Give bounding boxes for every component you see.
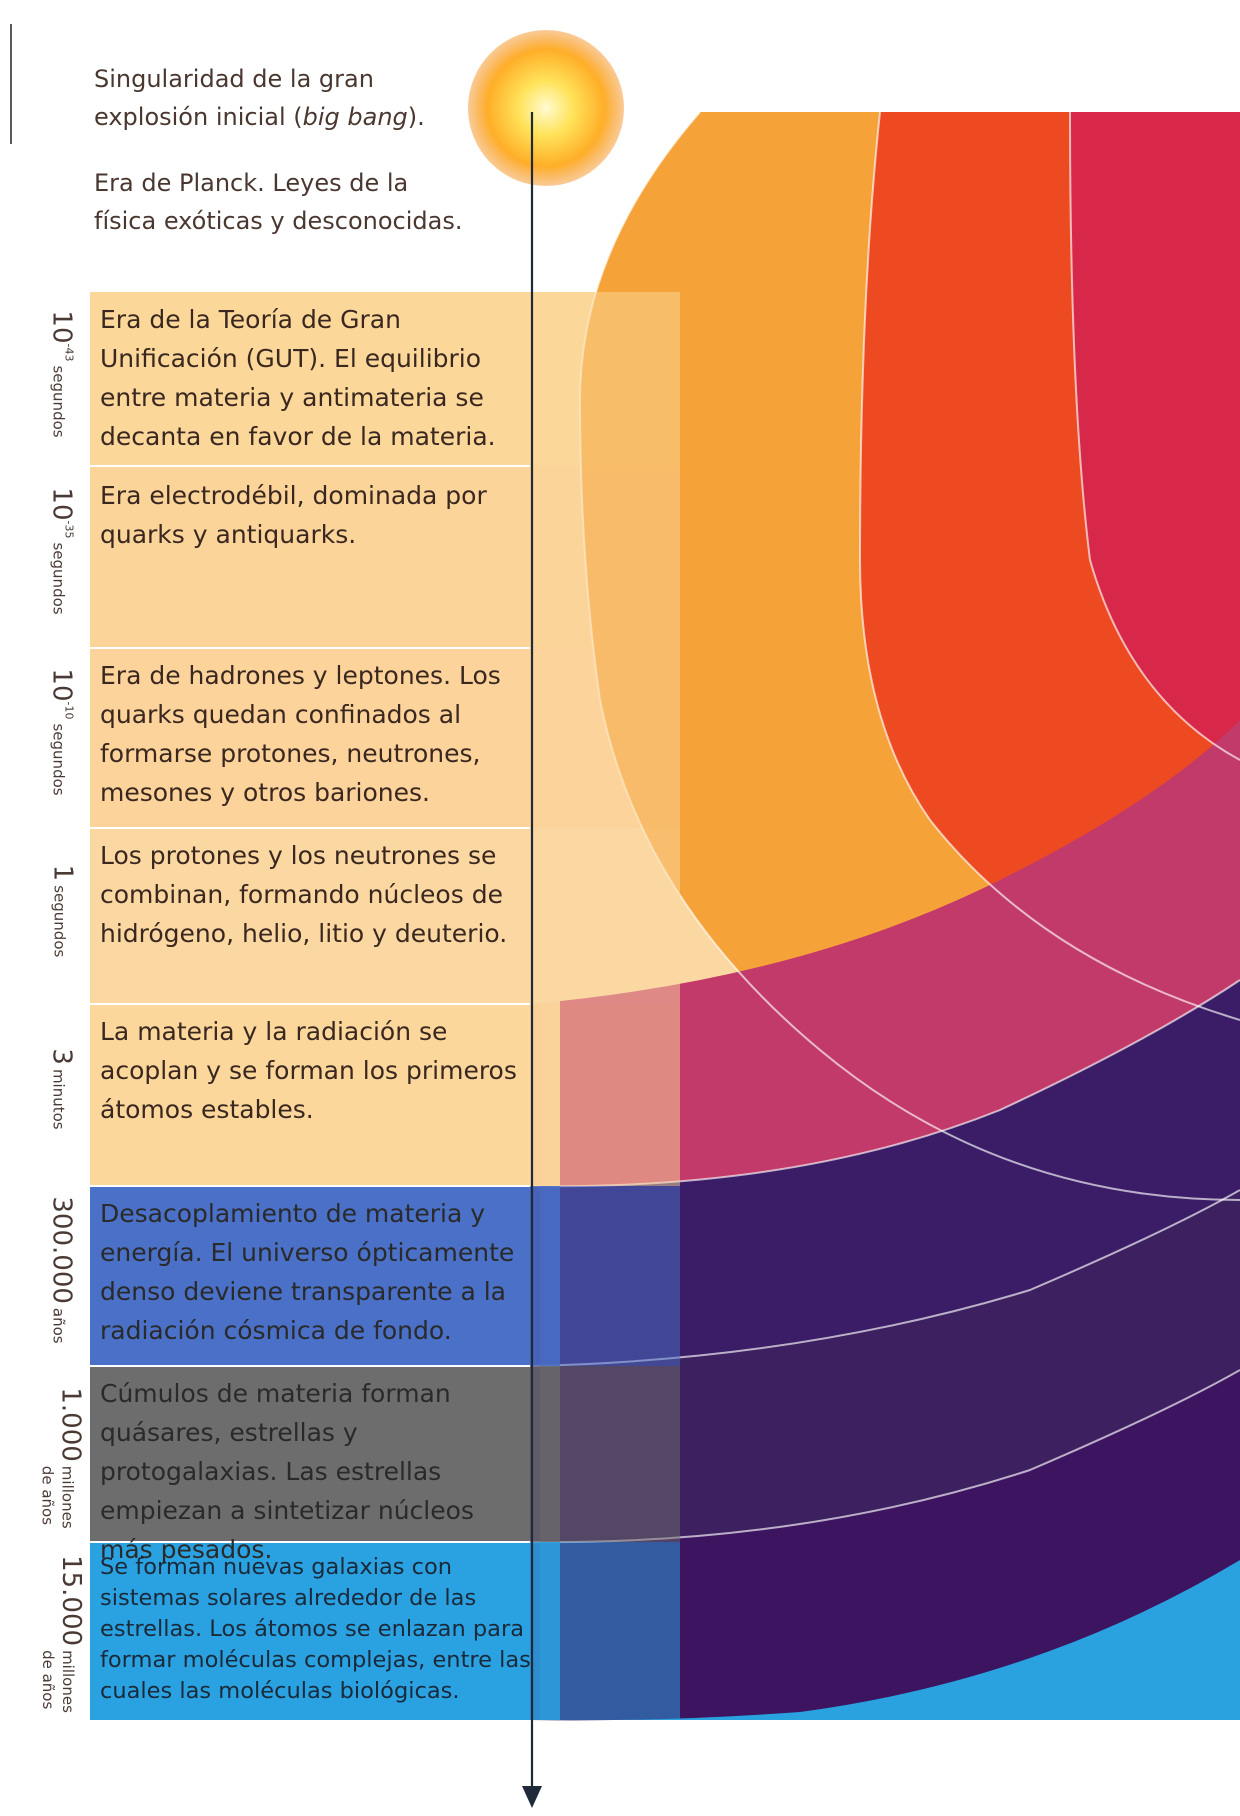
text-panel-blend (540, 828, 680, 1004)
text-panel-blend (540, 1542, 680, 1720)
era-description: Era de la Teoría de Gran Unificación (GU… (100, 305, 496, 451)
era-time-exponent: -35 (63, 520, 76, 539)
text-panel-bg (90, 1542, 560, 1720)
era-description: Se forman nuevas galaxias con sistemas s… (100, 1554, 531, 1704)
era-time-unit: años (50, 1307, 69, 1344)
era-time-label: 3 minutos (32, 1010, 92, 1180)
era-time-label: 1 segundos (32, 834, 92, 998)
era-time-label-text: 1 segundos (47, 864, 77, 957)
era-time-label: 300.000 años (32, 1192, 92, 1360)
era-time-label: 10-35 segundos (32, 472, 92, 642)
era-description: Desacoplamiento de materia y energía. El… (100, 1199, 515, 1345)
planck-era-caption: Era de Planck. Leyes de la física exótic… (94, 169, 463, 235)
era-time-value: 10 (47, 487, 77, 521)
era-time-value: 1 (47, 864, 78, 881)
era-time-label: 10-10 segundos (32, 654, 92, 822)
era-time-unit: segundos (50, 884, 69, 957)
era-time-value: 1.000 (56, 1386, 86, 1462)
era-time-value: 10 (47, 668, 77, 702)
era-dividers (90, 465, 530, 1543)
era-time-value: 10 (47, 310, 77, 344)
era-time-label-text: 3 minutos (47, 1048, 77, 1129)
era-time-exponent: -43 (63, 343, 76, 362)
text-fade-overlay (90, 292, 680, 1720)
text-panel-blend (540, 1004, 680, 1186)
singularity-line-1: Singularidad de la gran (94, 65, 374, 93)
era-time-unit: millones (59, 1465, 77, 1529)
era-time-label: 10-43 segundos (32, 298, 92, 460)
left-rule (10, 24, 12, 144)
era-description: Era electrodébil, dominada por quarks y … (100, 481, 487, 549)
text-panel-blend (540, 466, 680, 648)
text-panel-bg (90, 828, 560, 1004)
era-time-label-text: 300.000 años (47, 1196, 77, 1343)
text-panel-blend (540, 292, 680, 466)
singularity-line-2: explosión inicial (big bang). (94, 103, 425, 131)
era-time-label-text: 10-35 segundos (47, 487, 77, 614)
era-time-unit: segundos (50, 542, 68, 615)
text-panel-blend (540, 1186, 680, 1366)
era-time-unit-sub: de años (39, 1650, 58, 1710)
band-warm-2 (1070, 112, 1240, 760)
era-time-unit: segundos (50, 365, 68, 438)
era-time-exponent: -10 (63, 701, 76, 720)
text-panel-bg (90, 1186, 560, 1366)
band-seam (858, 111, 1240, 1021)
text-panel-blend (540, 648, 680, 828)
era-time-unit: minutos (50, 1068, 68, 1130)
arrow-down-icon (522, 1786, 542, 1808)
expanding-universe-bands (529, 111, 1240, 1721)
text-panel-bg (90, 466, 560, 648)
timeline-arrow (522, 112, 542, 1808)
era-description: Era de hadrones y leptones. Los quarks q… (100, 661, 501, 807)
text-panel-bg (90, 1004, 560, 1186)
text-panel-bg (90, 292, 560, 466)
era-time-value: 300.000 (47, 1196, 78, 1304)
era-time-label-text: 10-10 segundos (47, 668, 77, 795)
band-purple-fade (530, 720, 1240, 1187)
text-panel-blend (540, 1366, 680, 1542)
era-description: Cúmulos de materia forman quásares, estr… (100, 1379, 474, 1564)
era-description: La materia y la radiación se acoplan y s… (100, 1017, 517, 1124)
era-time-value: 3 (47, 1048, 77, 1065)
text-panel-bg (90, 648, 560, 828)
era-time-unit: segundos (50, 723, 68, 796)
big-bang-sun-icon (468, 30, 624, 186)
era-time-label-text: 10-43 segundos (47, 310, 77, 437)
text-panel-bg (90, 1366, 560, 1542)
era-description: Los protones y los neutrones se combinan… (100, 841, 508, 948)
band-seam (1069, 111, 1240, 761)
era-time-value: 15.000 (56, 1555, 87, 1647)
band-deep-violet (530, 1370, 1240, 1721)
era-time-unit-sub: de años (39, 1465, 57, 1525)
era-time-unit: millones (59, 1650, 78, 1714)
singularity-caption: Singularidad de la gran explosión inicia… (94, 60, 474, 136)
band-indigo (530, 980, 1240, 1368)
